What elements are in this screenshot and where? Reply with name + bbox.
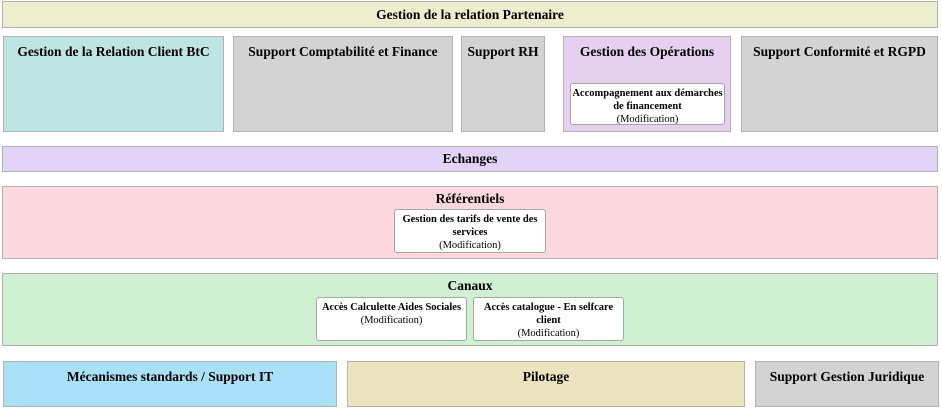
block-support-conformite-rgpd: Support Conformité et RGPD [741,36,938,132]
block-support-rh: Support RH [461,36,545,132]
capability-status: (Modification) [616,114,679,125]
band-echanges: Echanges [2,146,938,172]
capability-title: Accès catalogue - En selfcare client [483,302,614,326]
capability-acces-catalogue-selfcare-client: Accès catalogue - En selfcare client (Mo… [473,297,624,341]
capability-gestion-tarifs-vente-services: Gestion des tarifs de vente des services… [394,209,546,253]
capability-title: Gestion des tarifs de vente des services [402,214,538,238]
capability-acces-calculette-aides-sociales: Accès Calculette Aides Sociales (Modific… [316,297,467,341]
capability-status: (Modification) [439,240,501,251]
block-title: Gestion de la Relation Client BtC [17,44,210,59]
block-support-gestion-juridique: Support Gestion Juridique [755,361,939,407]
banner-gestion-relation-partenaire: Gestion de la relation Partenaire [2,1,938,28]
block-mecanismes-standards-support-it: Mécanismes standards / Support IT [3,361,337,407]
block-title: Support RH [467,44,539,59]
capability-status: (Modification) [517,328,580,339]
block-title: Gestion des Opérations [579,44,715,59]
capability-title: Accompagnement aux démarches de financem… [572,88,723,112]
band-canaux: Canaux Accès Calculette Aides Sociales (… [2,273,938,346]
band-title: Echanges [442,151,498,166]
band-referentiels: Référentiels Gestion des tarifs de vente… [2,186,938,259]
capability-title: Accès Calculette Aides Sociales [321,302,462,313]
block-title: Mécanismes standards / Support IT [66,369,274,384]
capability-accompagnement-financement: Accompagnement aux démarches de financem… [570,83,725,125]
block-title: Support Comptabilité et Finance [248,44,438,59]
block-title: Pilotage [522,369,570,384]
capability-status: (Modification) [360,315,423,326]
band-title: Référentiels [435,191,505,206]
band-title: Canaux [447,278,493,293]
block-gestion-des-operations: Gestion des Opérations Accompagnement au… [563,36,731,132]
banner-title: Gestion de la relation Partenaire [376,7,564,22]
block-support-comptabilite-finance: Support Comptabilité et Finance [233,36,453,132]
block-pilotage: Pilotage [347,361,745,407]
block-title: Support Conformité et RGPD [753,44,926,59]
block-title: Support Gestion Juridique [769,369,925,384]
block-gestion-relation-client-btc: Gestion de la Relation Client BtC [3,36,224,132]
